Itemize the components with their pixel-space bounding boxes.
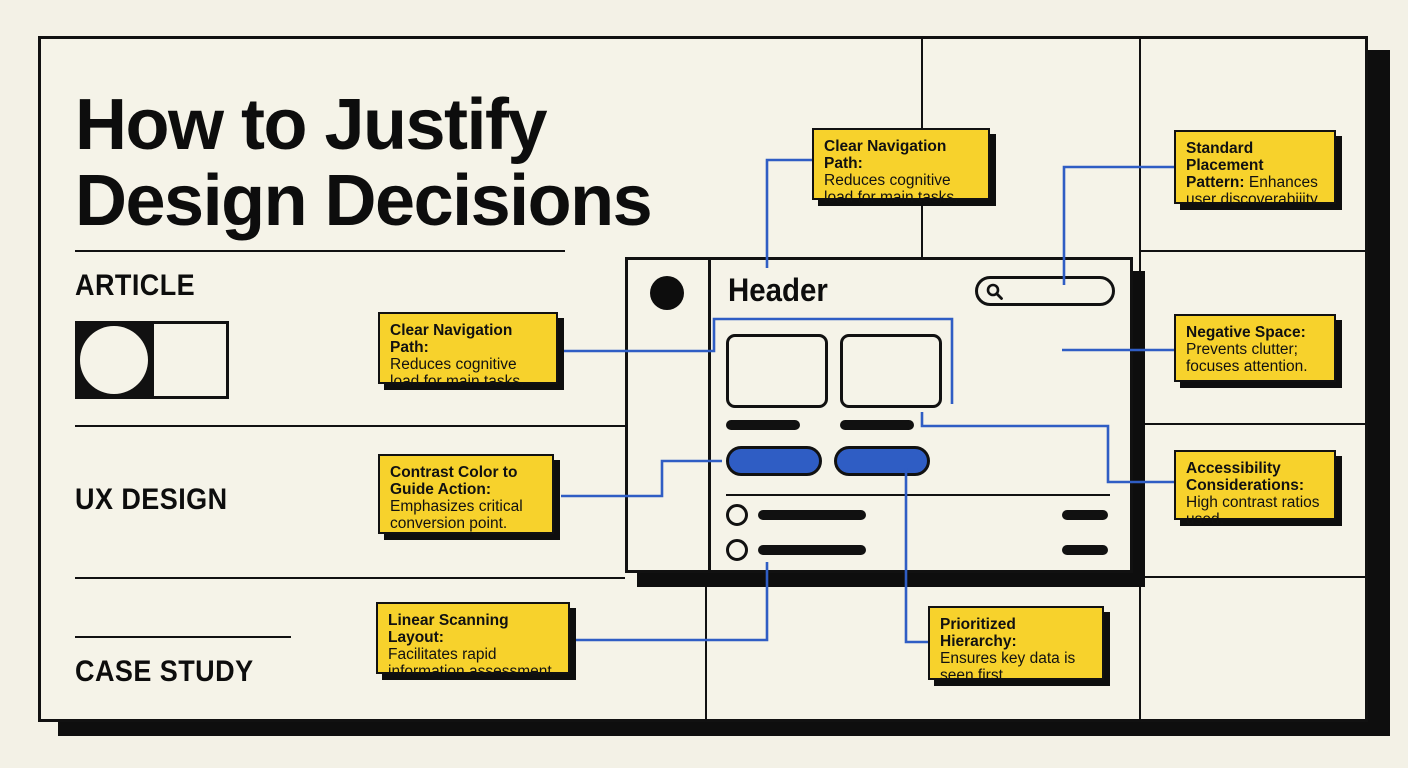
note-title: Prioritized Hierarchy: [940, 616, 1017, 650]
connector-placement [1062, 165, 1174, 285]
note-prioritized-hierarchy: Prioritized Hierarchy: Ensures key data … [928, 606, 1104, 684]
note-accessibility: Accessibility Considerations: High contr… [1174, 450, 1336, 528]
section-label-ux-design: UX DESIGN [75, 483, 228, 516]
article-icon-circle [80, 326, 148, 394]
grid-line [75, 636, 291, 638]
note-title: Accessibility Considerations: [1186, 460, 1304, 494]
list-item-radio-icon [726, 539, 748, 561]
content-card [726, 334, 828, 408]
logo-dot-icon [650, 276, 684, 310]
search-icon [986, 283, 1003, 300]
section-label-article: ARTICLE [75, 269, 196, 302]
connector-nav-top [765, 158, 812, 268]
grid-line [705, 573, 707, 719]
grid-line [75, 250, 565, 252]
grid-line [1139, 250, 1365, 252]
note-body: Reduces cognitive load for main tasks. [390, 356, 525, 390]
article-icon [75, 321, 229, 399]
ui-mockup: Header [625, 257, 1133, 573]
list-item-meta-bar [1062, 510, 1108, 520]
grid-line [75, 425, 625, 427]
mockup-header-label: Header [728, 272, 828, 308]
note-body: Prevents clutter; focuses attention. [1186, 341, 1308, 375]
mockup-sidebar-divider [708, 260, 711, 570]
note-body: Reduces cognitive load for main tasks. [824, 172, 959, 206]
note-standard-placement: Standard Placement Pattern: Enhances use… [1174, 130, 1336, 208]
note-contrast-color: Contrast Color to Guide Action: Emphasiz… [378, 454, 554, 534]
connector-accessibility [920, 412, 1176, 484]
note-title: Contrast Color to Guide Action: [390, 464, 518, 498]
note-body: Emphasizes critical conversion point. [390, 498, 523, 532]
note-title: Standard Placement Pattern: [1186, 140, 1264, 191]
note-title: Linear Scanning Layout: [388, 612, 509, 646]
note-body: Ensures key data is seen first. [940, 650, 1076, 684]
list-item-bar [758, 545, 866, 555]
connector-linear [575, 562, 769, 642]
infographic-board: How to Justify Design Decisions ARTICLE … [38, 36, 1368, 722]
note-title: Clear Navigation Path: [824, 138, 947, 172]
note-clear-navigation-top: Clear Navigation Path: Reduces cognitive… [812, 128, 990, 206]
content-card [840, 334, 942, 408]
note-title: Clear Navigation Path: [390, 322, 513, 356]
note-linear-scanning: Linear Scanning Layout: Facilitates rapi… [376, 602, 570, 680]
list-divider [726, 494, 1110, 496]
grid-line [1139, 576, 1365, 578]
note-title: Negative Space: [1186, 324, 1306, 341]
list-item-radio-icon [726, 504, 748, 526]
connector-nav-left [561, 317, 954, 404]
note-body: Enhances user discoverabiiity. [1186, 174, 1321, 208]
page-title: How to Justify Design Decisions [75, 85, 653, 241]
title-line-2: Design Decisions [75, 161, 653, 241]
grid-line [75, 577, 625, 579]
note-negative-space: Negative Space: Prevents clutter; focuse… [1174, 314, 1336, 382]
card-caption-bar [840, 420, 914, 430]
list-item-bar [758, 510, 866, 520]
grid-line [1139, 423, 1365, 425]
section-label-case-study: CASE STUDY [75, 655, 254, 688]
connector-hierarchy [904, 468, 930, 644]
mockup-search-bar [975, 276, 1115, 306]
list-item-meta-bar [1062, 545, 1108, 555]
note-body: High contrast ratios used. [1186, 494, 1320, 528]
note-clear-navigation-left: Clear Navigation Path: Reduces cognitive… [378, 312, 558, 390]
title-line-1: How to Justify [75, 85, 548, 165]
connector-contrast [561, 459, 722, 498]
note-body: Facilitates rapid information assessment… [388, 646, 556, 680]
card-caption-bar [726, 420, 800, 430]
secondary-action-pill [834, 446, 930, 476]
primary-action-pill [726, 446, 822, 476]
